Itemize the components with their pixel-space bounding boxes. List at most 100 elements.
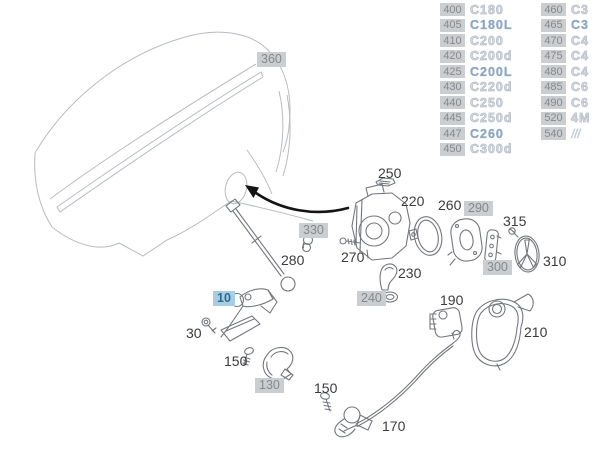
- model-row-475: 475 C4: [541, 49, 590, 65]
- model-name-485: C6: [571, 80, 589, 95]
- model-code-badge-405[interactable]: 405: [440, 18, 465, 32]
- model-row-440: 440 C250: [440, 95, 513, 111]
- part-label-130[interactable]: 130: [255, 378, 284, 393]
- pointer-arrow: [245, 185, 350, 214]
- part-290-plate-drawing: [447, 218, 483, 266]
- model-code-badge-465[interactable]: 465: [541, 18, 566, 32]
- model-code-badge-420[interactable]: 420: [440, 49, 465, 63]
- part-label-240[interactable]: 240: [357, 291, 386, 306]
- model-code-badge-447[interactable]: 447: [440, 127, 465, 141]
- model-name-480: C4: [571, 64, 589, 79]
- part-label-170[interactable]: 170: [382, 418, 406, 434]
- model-row-485: 485 C6: [541, 80, 590, 96]
- model-code-badge-480[interactable]: 480: [541, 65, 566, 79]
- part-label-290[interactable]: 290: [464, 201, 493, 216]
- model-name-410: C200: [470, 33, 504, 48]
- model-row-447: 447 C260: [440, 126, 513, 142]
- part-300-bracket-drawing: [484, 229, 502, 263]
- model-name-445: C250d: [470, 111, 513, 126]
- part-label-10-selected[interactable]: 10: [213, 291, 235, 306]
- model-row-520: 520 4M: [541, 111, 590, 127]
- model-code-badge-540[interactable]: 540: [541, 127, 566, 141]
- model-name-447: C260: [470, 126, 504, 141]
- model-row-410: 410 C200: [440, 33, 513, 49]
- model-row-540: 540 ///: [541, 126, 590, 142]
- model-row-420: 420 C200d: [440, 49, 513, 65]
- part-label-280[interactable]: 280: [281, 252, 305, 268]
- model-name-460: C3: [571, 2, 589, 17]
- model-code-badge-475[interactable]: 475: [541, 49, 566, 63]
- part-label-260[interactable]: 260: [438, 197, 462, 213]
- lock-cylinder-handle-drawing: [334, 406, 373, 438]
- part-label-300[interactable]: 300: [483, 260, 512, 275]
- model-row-425: 425 C200L: [440, 64, 513, 80]
- model-code-badge-440[interactable]: 440: [440, 96, 465, 110]
- model-name-420: C200d: [470, 49, 513, 64]
- model-code-badge-490[interactable]: 490: [541, 96, 566, 110]
- model-row-405: 405 C180L: [440, 18, 513, 34]
- model-row-400: 400 C180: [440, 2, 513, 18]
- model-code-table-right: 460 C3 465 C3 470 C4 475 C4 480 C4 485 C…: [541, 2, 590, 142]
- part-label-150-upper[interactable]: 150: [224, 353, 248, 369]
- part-150-screw-lower-drawing: [320, 392, 332, 412]
- model-code-badge-430[interactable]: 430: [440, 80, 465, 94]
- part-280-rod-drawing: [225, 198, 296, 292]
- model-row-470: 470 C4: [541, 33, 590, 49]
- part-130-bracket-drawing: [262, 346, 294, 381]
- model-code-badge-450[interactable]: 450: [440, 142, 465, 156]
- model-name-405: C180L: [470, 18, 513, 33]
- model-name-490: C6: [571, 95, 589, 110]
- part-label-30[interactable]: 30: [186, 325, 202, 341]
- model-code-badge-460[interactable]: 460: [541, 3, 566, 17]
- part-label-220[interactable]: 220: [401, 193, 425, 209]
- part-30-clip-drawing: [201, 317, 217, 334]
- model-name-465: C3: [571, 18, 589, 33]
- model-name-450: C300d: [470, 142, 513, 157]
- part-330-clip-drawing: [301, 234, 314, 253]
- part-label-315[interactable]: 315: [503, 213, 527, 229]
- part-label-310[interactable]: 310: [543, 253, 567, 269]
- model-code-badge-485[interactable]: 485: [541, 80, 566, 94]
- part-label-230[interactable]: 230: [398, 265, 422, 281]
- part-label-360[interactable]: 360: [257, 52, 286, 67]
- model-name-475: C4: [571, 49, 589, 64]
- part-label-190[interactable]: 190: [440, 292, 464, 308]
- part-260-gasket-drawing: [408, 216, 443, 256]
- part-190-actuator-drawing: [429, 307, 463, 340]
- badge-emblem-outline: [224, 171, 248, 205]
- part-210-liner-drawing: [471, 293, 534, 371]
- model-row-430: 430 C220d: [440, 80, 513, 96]
- part-230-bracket-drawing: [379, 263, 398, 291]
- part-label-330[interactable]: 330: [299, 223, 328, 238]
- model-code-badge-520[interactable]: 520: [541, 111, 566, 125]
- part-label-210[interactable]: 210: [524, 324, 548, 340]
- part-10-latch-drawing: [220, 288, 278, 342]
- model-name-440: C250: [470, 95, 504, 110]
- model-name-540-hatch: ///: [571, 126, 580, 141]
- model-name-425: C200L: [470, 64, 513, 79]
- model-name-430: C220d: [470, 80, 513, 95]
- model-row-445: 445 C250d: [440, 111, 513, 127]
- part-220-lock-module-drawing: [351, 183, 411, 261]
- model-name-400: C180: [470, 2, 504, 17]
- part-315-screw-drawing: [508, 227, 519, 238]
- model-code-table-left: 400 C180 405 C180L 410 C200 420 C200d 42…: [440, 2, 513, 157]
- part-270-screw-drawing: [339, 237, 361, 246]
- part-label-150-lower[interactable]: 150: [314, 380, 338, 396]
- model-code-badge-425[interactable]: 425: [440, 65, 465, 79]
- part-label-250[interactable]: 250: [378, 165, 402, 181]
- model-row-490: 490 C6: [541, 95, 590, 111]
- model-code-badge-410[interactable]: 410: [440, 34, 465, 48]
- part-label-270[interactable]: 270: [341, 249, 365, 265]
- model-code-badge-445[interactable]: 445: [440, 111, 465, 125]
- model-name-470: C4: [571, 33, 589, 48]
- model-code-badge-470[interactable]: 470: [541, 34, 566, 48]
- model-code-badge-400[interactable]: 400: [440, 3, 465, 17]
- model-row-465: 465 C3: [541, 18, 590, 34]
- model-row-460: 460 C3: [541, 2, 590, 18]
- trunk-lid-drawing: [34, 31, 314, 257]
- model-row-450: 450 C300d: [440, 142, 513, 158]
- part-310-star-emblem-drawing: [514, 235, 540, 273]
